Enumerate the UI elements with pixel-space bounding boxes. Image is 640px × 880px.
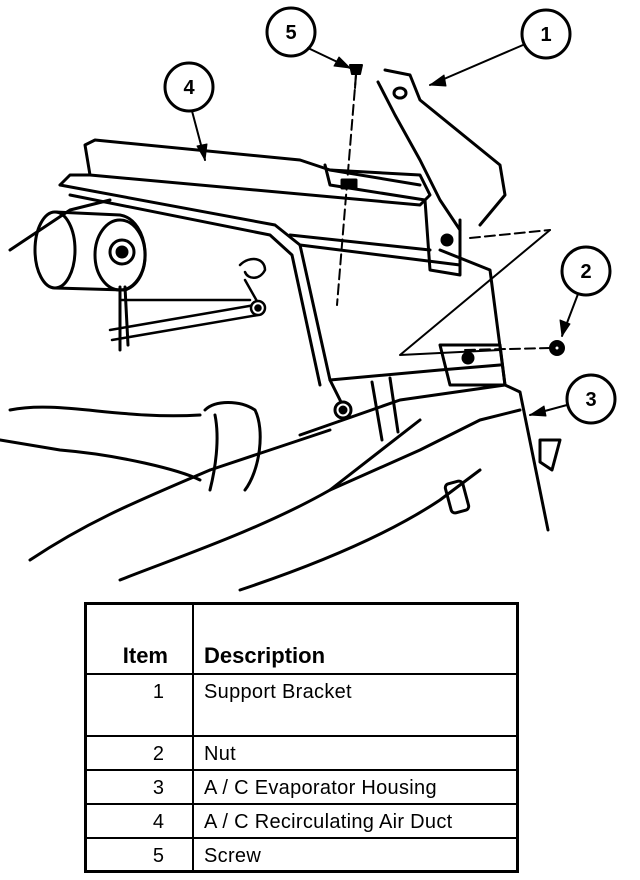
callout-3-number: 3 (585, 389, 596, 411)
callout-4-number: 4 (183, 77, 195, 99)
blower-motor (33, 210, 147, 352)
legend-item-number: 3 (84, 768, 194, 805)
recirculating-air-duct-shape (58, 138, 502, 420)
legend-item-number: 2 (84, 734, 194, 771)
legend-item-description: Nut (192, 734, 519, 771)
callout-5-number: 5 (285, 22, 296, 44)
dash-panel-shape (0, 198, 482, 592)
legend-item-description: A / C Evaporator Housing (192, 768, 519, 805)
table-row: 5 Screw (84, 836, 519, 873)
table-row: 2 Nut (84, 734, 519, 771)
callout-2: 2 (559, 245, 612, 337)
table-row: 4 A / C Recirculating Air Duct (84, 802, 519, 839)
table-row: 1 Support Bracket (84, 672, 519, 737)
nut-part (549, 340, 565, 356)
legend-item-number: 4 (84, 802, 194, 839)
fastener-lines (336, 74, 551, 356)
callout-1-number: 1 (540, 24, 551, 46)
linkage-rods (108, 257, 267, 342)
legend-item-description: Screw (192, 836, 519, 873)
legend-item-description: A / C Recirculating Air Duct (192, 802, 519, 839)
legend-item-number: 5 (84, 836, 194, 873)
screw-part (349, 64, 363, 89)
callout-5: 5 (265, 6, 351, 69)
parts-legend-table: Item Description 1 Support Bracket 2 Nut… (84, 602, 519, 873)
legend-header-row: Item Description (84, 602, 519, 675)
callout-2-number: 2 (580, 261, 591, 283)
callout-3: 3 (529, 373, 617, 425)
legend-header-description: Description (192, 602, 519, 675)
support-bracket-shape (323, 68, 507, 387)
exploded-view-illustration: 1 2 3 4 5 (0, 6, 617, 592)
legend-header-item: Item (84, 602, 194, 675)
legend-item-description: Support Bracket (192, 672, 519, 737)
legend-item-number: 1 (84, 672, 194, 737)
callout-1: 1 (429, 8, 572, 87)
callout-4: 4 (163, 61, 215, 161)
table-row: 3 A / C Evaporator Housing (84, 768, 519, 805)
